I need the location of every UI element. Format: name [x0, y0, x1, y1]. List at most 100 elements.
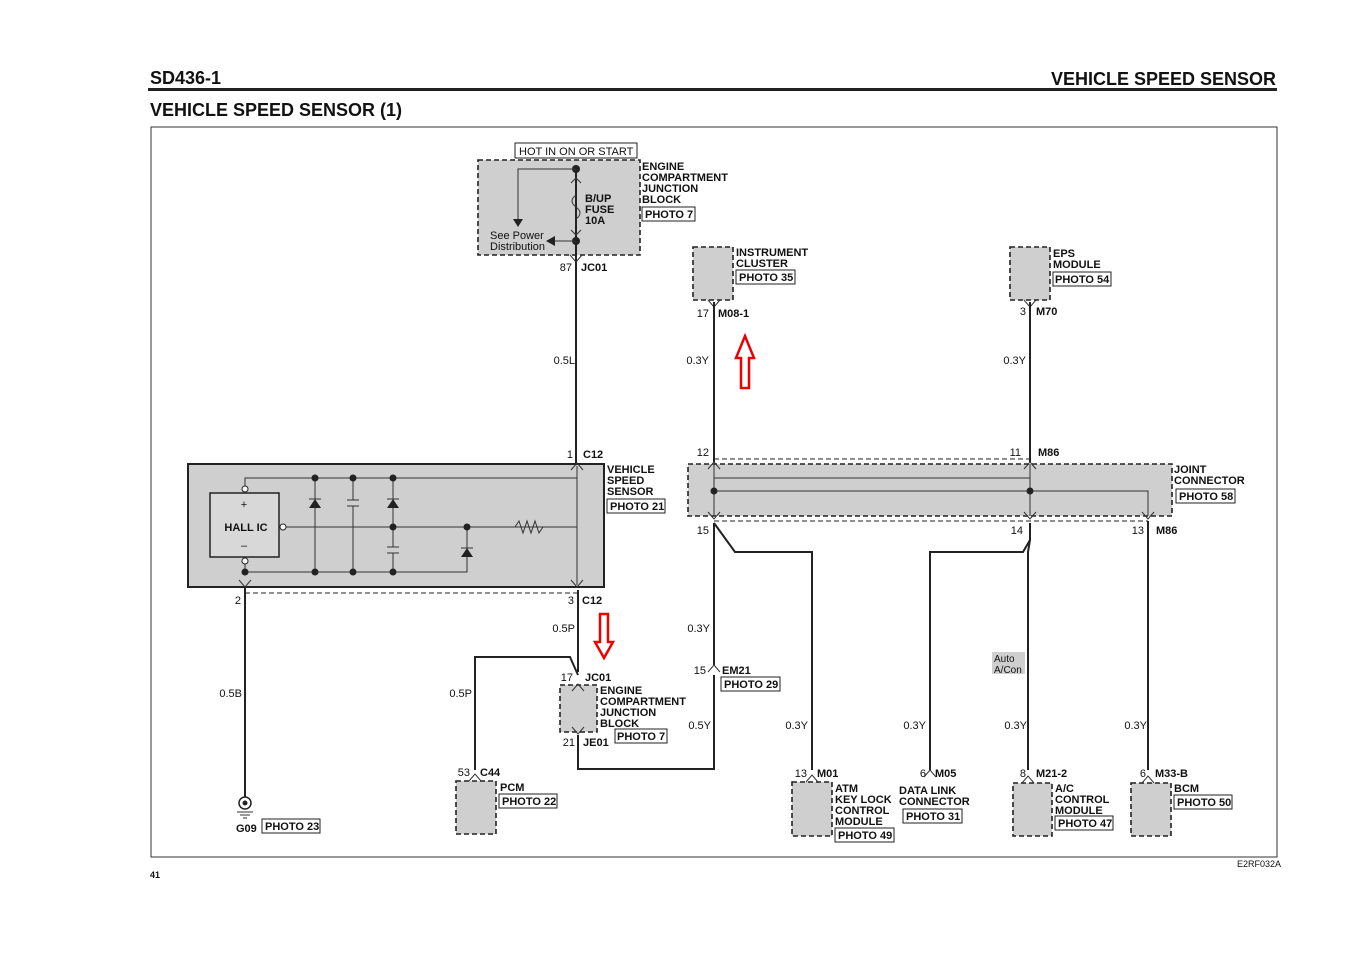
svg-text:JC01: JC01 [585, 672, 611, 684]
svg-text:ENGINE: ENGINE [600, 685, 642, 697]
svg-text:SPEED: SPEED [607, 475, 644, 487]
svg-text:PHOTO 47: PHOTO 47 [1058, 818, 1112, 830]
diagram-frame [150, 126, 1278, 858]
eps-module[interactable]: EPS MODULE PHOTO 54 3 M70 0.3Y [1003, 246, 1112, 462]
svg-text:B/UP: B/UP [585, 193, 611, 205]
svg-text:PCM: PCM [500, 782, 524, 794]
svg-text:0.5Y: 0.5Y [688, 720, 711, 732]
svg-text:MODULE: MODULE [835, 816, 883, 828]
svg-text:12: 12 [697, 447, 709, 459]
ground-g09[interactable]: 0.5B G09 PHOTO 23 [219, 588, 321, 835]
svg-text:JUNCTION: JUNCTION [642, 183, 698, 195]
resistor-icon [514, 519, 578, 585]
svg-text:PHOTO 35: PHOTO 35 [739, 272, 793, 284]
svg-text:0.5P: 0.5P [552, 623, 575, 635]
svg-text:M08-1: M08-1 [718, 308, 749, 320]
svg-text:ENGINE: ENGINE [642, 161, 684, 173]
vehicle-speed-sensor[interactable]: 1 C12 VEHICLE SPEED SENSOR PHOTO 21 HALL… [187, 449, 666, 607]
svg-text:C44: C44 [480, 767, 501, 779]
svg-text:PHOTO 22: PHOTO 22 [502, 796, 556, 808]
instrument-cluster[interactable]: INSTRUMENT CLUSTER PHOTO 35 17 M08-1 0.3… [686, 246, 808, 462]
svg-text:M70: M70 [1036, 306, 1057, 318]
svg-text:PHOTO 21: PHOTO 21 [610, 501, 664, 513]
diode-icon [387, 499, 399, 508]
power-source-label: HOT IN ON OR START [514, 142, 638, 159]
page-title: VEHICLE SPEED SENSOR (1) [150, 100, 402, 120]
svg-text:See Power: See Power [490, 230, 544, 242]
svg-text:0.5B: 0.5B [219, 688, 242, 700]
svg-text:3: 3 [1020, 306, 1026, 318]
red-arrow-down-icon [592, 612, 616, 661]
diode-icon [461, 548, 473, 557]
svg-text:JE01: JE01 [583, 737, 609, 749]
svg-text:15: 15 [694, 665, 706, 677]
svg-text:0.3Y: 0.3Y [686, 355, 709, 367]
svg-text:MODULE: MODULE [1055, 805, 1103, 817]
atm-key-lock-control-module[interactable]: 0.3Y 13 M01 ATM KEY LOCK CONTROL MODULE … [713, 522, 895, 843]
svg-text:M21-2: M21-2 [1036, 768, 1067, 780]
svg-text:+: + [241, 499, 247, 511]
svg-text:87: 87 [560, 262, 572, 274]
svg-text:0.3Y: 0.3Y [1003, 355, 1026, 367]
svg-text:HOT IN ON OR START: HOT IN ON OR START [519, 146, 634, 158]
svg-text:INSTRUMENT: INSTRUMENT [736, 247, 808, 259]
arrow-down-icon [513, 219, 523, 227]
svg-text:M01: M01 [817, 768, 838, 780]
svg-text:M33-B: M33-B [1155, 768, 1188, 780]
svg-text:17: 17 [561, 672, 573, 684]
svg-text:BLOCK: BLOCK [600, 718, 639, 730]
svg-text:CONTROL: CONTROL [1055, 794, 1110, 806]
data-link-connector[interactable]: 0.3Y 6 M05 DATA LINK CONNECTOR PHOTO 31 [899, 523, 1031, 824]
joint-connector[interactable]: 12 11 M86 JOINT CONNECTOR PHOTO 58 15 14… [687, 447, 1245, 537]
svg-text:PHOTO 29: PHOTO 29 [724, 679, 778, 691]
svg-text:CLUSTER: CLUSTER [736, 258, 788, 270]
svg-text:PHOTO 49: PHOTO 49 [838, 830, 892, 842]
bcm[interactable]: 0.3Y 6 M33-B BCM PHOTO 50 [1124, 521, 1233, 837]
svg-text:JUNCTION: JUNCTION [600, 707, 656, 719]
svg-text:PHOTO 23: PHOTO 23 [265, 821, 319, 833]
fuse-icon [571, 194, 581, 220]
svg-text:0.3Y: 0.3Y [1004, 720, 1027, 732]
svg-text:DATA LINK: DATA LINK [899, 785, 956, 797]
svg-text:HALL IC: HALL IC [224, 522, 267, 534]
diode-icon [309, 499, 321, 508]
svg-text:COMPARTMENT: COMPARTMENT [642, 172, 728, 184]
svg-text:PHOTO 50: PHOTO 50 [1177, 797, 1231, 809]
svg-text:PHOTO 7: PHOTO 7 [617, 731, 665, 743]
svg-text:A/C: A/C [1055, 783, 1074, 795]
svg-text:A/Con: A/Con [994, 665, 1022, 676]
svg-text:MODULE: MODULE [1053, 259, 1101, 271]
hall-ic [209, 492, 280, 558]
svg-text:JC01: JC01 [581, 262, 607, 274]
svg-text:M86: M86 [1156, 525, 1177, 537]
svg-text:–: – [241, 540, 248, 552]
header-rule [148, 88, 1277, 91]
diagram-code: SD436-1 [150, 68, 221, 88]
svg-text:PHOTO 7: PHOTO 7 [645, 209, 693, 221]
pcm[interactable]: 0.5P 53 C44 PCM PHOTO 22 [449, 656, 579, 835]
svg-text:Distribution: Distribution [490, 241, 545, 253]
section-title: VEHICLE SPEED SENSOR [1051, 69, 1276, 89]
svg-text:CONNECTOR: CONNECTOR [1174, 475, 1245, 487]
svg-text:2: 2 [235, 595, 241, 607]
svg-text:3: 3 [568, 595, 574, 607]
svg-text:53: 53 [458, 767, 470, 779]
svg-text:0.5P: 0.5P [449, 688, 472, 700]
engine-compartment-junction-block-bottom[interactable]: 0.5P 17 JC01 ENGINE COMPARTMENT JUNCTION… [552, 590, 715, 770]
svg-text:17: 17 [697, 308, 709, 320]
red-arrow-up-icon [734, 332, 756, 390]
svg-text:PHOTO 31: PHOTO 31 [906, 811, 960, 823]
svg-text:COMPARTMENT: COMPARTMENT [600, 696, 686, 708]
connector-em21[interactable]: 0.3Y 15 EM21 PHOTO 29 0.5Y [687, 523, 781, 732]
auto-acon-option-tag [992, 652, 1025, 674]
svg-text:CONTROL: CONTROL [835, 805, 890, 817]
wire-label: 0.5L [554, 355, 575, 367]
ground-icon [238, 796, 252, 810]
figure-id: E2RF032A [1237, 859, 1281, 869]
svg-text:BCM: BCM [1174, 783, 1199, 795]
engine-compartment-junction-block-top[interactable]: See Power Distribution B/UP FUSE 10A ENG… [477, 159, 728, 470]
ac-control-module[interactable]: Auto A/Con 0.3Y 8 M21-2 A/C CONTROL MODU… [992, 539, 1114, 837]
svg-text:11: 11 [1010, 447, 1021, 459]
page-number: 41 [150, 870, 160, 880]
